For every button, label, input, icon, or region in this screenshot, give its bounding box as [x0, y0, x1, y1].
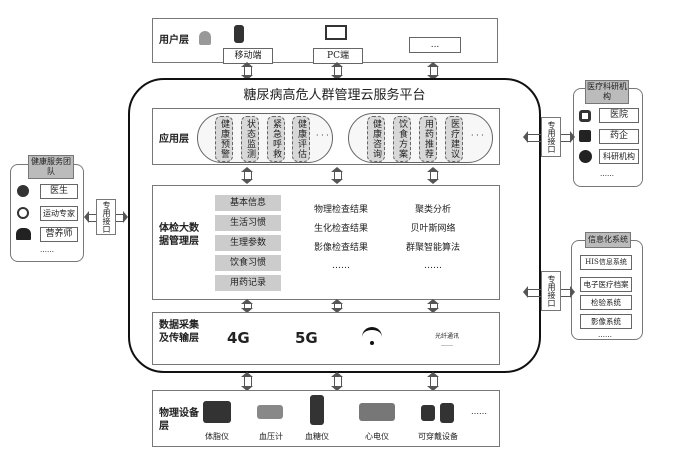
device-label: 心电仪 — [365, 432, 389, 441]
device-label: 体脂仪 — [205, 432, 229, 441]
mobile-icon — [234, 25, 244, 43]
wifi-dot — [370, 341, 374, 345]
5g-icon: 5G — [295, 329, 318, 347]
arrow — [331, 299, 343, 313]
wearable-icon — [440, 403, 454, 423]
arrow — [427, 372, 439, 391]
team-interface: 专用接口 — [96, 199, 116, 235]
arrow — [241, 299, 253, 313]
research-item[interactable]: 药企 — [599, 129, 639, 144]
app-layer: 应用层 健康预警 状态监测 紧急呼救 健康评估 · · · 健康咨询 饮食方案 … — [152, 108, 500, 165]
data-item: 生化检查结果 — [313, 224, 368, 234]
info-item[interactable]: 检验系统 — [580, 295, 632, 310]
wifi-icon — [362, 327, 382, 347]
research-more: …… — [600, 170, 614, 178]
body-fat-scale-icon — [203, 401, 231, 423]
info-item[interactable]: HIS信息系统 — [580, 255, 632, 270]
pc-icon — [325, 25, 347, 40]
arrow — [331, 372, 343, 391]
team-item[interactable]: 运动专家 — [40, 206, 78, 221]
user-layer: 用户层 移动端 PC端 ... — [152, 18, 498, 64]
data-item: 物理检查结果 — [313, 205, 368, 215]
info-more: …… — [598, 331, 612, 339]
app-item[interactable]: 医疗建议 — [445, 116, 463, 162]
app-more: · · · — [316, 131, 329, 140]
info-item[interactable]: 影像系统 — [580, 314, 632, 329]
team-more: …… — [40, 246, 54, 254]
device-label: 血压计 — [259, 432, 283, 441]
user-layer-label: 用户层 — [159, 35, 189, 46]
fiber-more: …… — [441, 341, 453, 348]
doctor-icon — [17, 185, 29, 197]
info-interface: 专用接口 — [541, 271, 561, 311]
platform-title: 糖尿病高危人群管理云服务平台 — [243, 88, 426, 103]
arrow — [331, 167, 343, 184]
data-item: 聚类分析 — [414, 205, 451, 215]
research-item[interactable]: 医院 — [599, 108, 639, 123]
data-item: 贝叶斯网络 — [410, 224, 456, 234]
pharma-icon — [579, 130, 591, 142]
device-label: 可穿戴设备 — [418, 432, 458, 441]
collect-layer: 数据采集及传输层 4G 5G 光纤通讯 …… — [152, 312, 500, 365]
app-item[interactable]: 健康预警 — [215, 116, 233, 162]
arrow — [427, 62, 439, 80]
app-item[interactable]: 饮食方案 — [393, 116, 411, 162]
data-item: 群聚智能算法 — [405, 243, 460, 253]
data-item: …… — [332, 261, 350, 271]
fiber-label: 光纤通讯 — [435, 333, 460, 340]
device-more: …… — [471, 407, 487, 416]
arrow — [241, 167, 253, 184]
app-item[interactable]: 健康评估 — [292, 116, 310, 162]
data-item: 影像检查结果 — [313, 243, 368, 253]
research-icon — [579, 150, 592, 163]
hospital-icon — [579, 110, 591, 122]
info-item[interactable]: 电子医疗档案 — [580, 277, 632, 292]
blood-pressure-icon — [257, 405, 283, 419]
arrow — [427, 299, 439, 313]
device-layer: 物理设备层 体脂仪 血压计 血糖仪 心电仪 可穿戴设备 …… — [152, 390, 500, 447]
research-title: 医疗科研机构 — [585, 80, 629, 104]
research-interface: 专用接口 — [541, 117, 561, 157]
glucose-meter-icon — [310, 395, 324, 425]
device-layer-label: 物理设备层 — [159, 408, 199, 432]
team-item[interactable]: 营养师 — [40, 227, 78, 242]
app-item[interactable]: 紧急呼救 — [267, 116, 285, 162]
data-layer: 体检大数据管理层 基本信息 生活习惯 生理参数 饮食习惯 用药记录 物理检查结果… — [152, 185, 500, 300]
arrow — [331, 62, 343, 80]
coach-icon — [17, 207, 29, 219]
ecg-icon — [359, 403, 395, 421]
app-item[interactable]: 健康咨询 — [367, 116, 385, 162]
info-title: 信息化系统 — [585, 232, 631, 248]
arrow — [427, 167, 439, 184]
data-item: 饮食习惯 — [215, 255, 281, 271]
device-label: 血糖仪 — [305, 432, 329, 441]
app-item[interactable]: 用药推荐 — [419, 116, 437, 162]
data-item: 生理参数 — [215, 235, 281, 251]
arrow — [241, 372, 253, 391]
data-item: …… — [424, 261, 442, 271]
team-title: 健康服务团队 — [28, 155, 74, 179]
app-more: · · · — [471, 131, 484, 140]
nutritionist-icon — [16, 228, 31, 240]
more-button[interactable]: ... — [409, 37, 461, 53]
4g-icon: 4G — [227, 329, 250, 347]
app-item[interactable]: 状态监测 — [241, 116, 259, 162]
data-item: 用药记录 — [215, 275, 281, 291]
data-item: 基本信息 — [215, 195, 281, 211]
research-item[interactable]: 科研机构 — [599, 149, 639, 164]
team-item[interactable]: 医生 — [40, 184, 78, 199]
data-item: 生活习惯 — [215, 215, 281, 231]
collect-layer-label: 数据采集及传输层 — [159, 320, 199, 344]
app-layer-label: 应用层 — [159, 134, 189, 145]
arrow — [241, 62, 253, 80]
data-layer-label: 体检大数据管理层 — [159, 223, 199, 247]
user-icon — [199, 31, 211, 45]
wearable-icon — [421, 405, 435, 421]
